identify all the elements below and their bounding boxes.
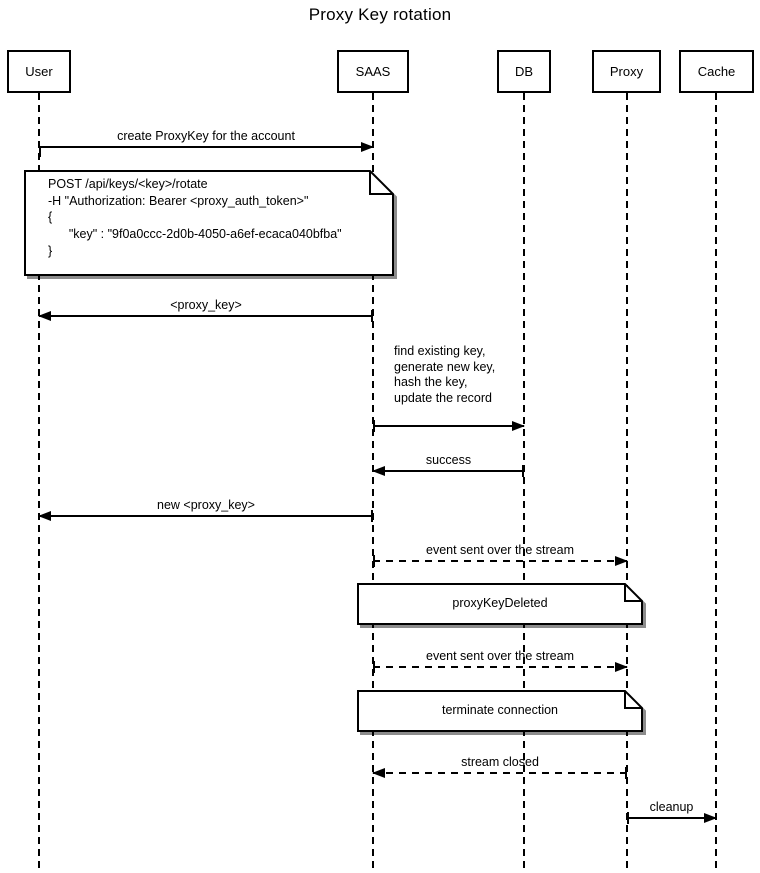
message-cleanup: cleanup xyxy=(627,799,717,824)
message-source-tick xyxy=(373,661,375,673)
message-event-stream-1-label: event sent over the stream xyxy=(426,543,574,557)
arrowhead-right-icon xyxy=(615,662,628,672)
message-find-key-label: find existing key, generate new key, has… xyxy=(394,344,496,405)
message-proxy-key: <proxy_key> xyxy=(38,297,373,322)
message-line xyxy=(39,515,373,517)
arrowhead-right-icon xyxy=(512,421,525,431)
note-shape xyxy=(357,583,643,625)
message-source-tick xyxy=(371,310,373,322)
message-success-label: success xyxy=(425,453,472,467)
arrowhead-left-icon xyxy=(38,511,51,521)
lifeline-user xyxy=(38,93,40,873)
message-create-proxykey: create ProxyKey for the account xyxy=(39,128,374,157)
message-line xyxy=(373,470,524,472)
arrowhead-left-icon xyxy=(38,311,51,321)
actor-proxy-label: Proxy xyxy=(609,64,644,79)
message-line xyxy=(373,666,627,668)
message-cleanup-label: cleanup xyxy=(649,800,694,814)
message-source-tick xyxy=(522,465,524,477)
message-source-tick xyxy=(373,555,375,567)
diagram-title: Proxy Key rotation xyxy=(308,5,452,24)
message-proxy-key-label: <proxy_key> xyxy=(170,298,242,312)
note-request-text: POST /api/keys/<key>/rotate -H "Authoriz… xyxy=(48,177,342,258)
actor-user: User xyxy=(7,50,71,93)
message-line xyxy=(39,315,373,317)
actor-db: DB xyxy=(497,50,551,93)
arrowhead-right-icon xyxy=(615,556,628,566)
message-line xyxy=(373,425,524,427)
message-line xyxy=(627,817,716,819)
message-source-tick xyxy=(627,812,629,824)
actor-saas: SAAS xyxy=(337,50,409,93)
arrowhead-left-icon xyxy=(372,466,385,476)
lifeline-db xyxy=(523,93,525,873)
message-update-record xyxy=(373,407,525,432)
message-line xyxy=(39,146,373,148)
lifeline-cache xyxy=(715,93,717,873)
lifeline-saas xyxy=(372,93,374,873)
message-stream-closed: stream closed xyxy=(372,754,627,779)
message-line xyxy=(373,560,627,562)
arrowhead-right-icon xyxy=(704,813,717,823)
note-terminate-connection-text: terminate connection xyxy=(441,703,559,717)
message-new-proxy-key: new <proxy_key> xyxy=(38,497,373,522)
message-new-proxy-key-label: new <proxy_key> xyxy=(157,498,255,512)
message-event-stream-1: event sent over the stream xyxy=(373,542,628,567)
note-proxy-key-deleted: proxyKeyDeleted xyxy=(357,583,643,625)
actor-proxy: Proxy xyxy=(592,50,661,93)
note-proxy-key-deleted-text: proxyKeyDeleted xyxy=(452,596,548,610)
message-stream-closed-label: stream closed xyxy=(461,755,539,769)
message-source-tick xyxy=(625,767,627,779)
message-event-stream-2: event sent over the stream xyxy=(373,648,628,673)
message-line xyxy=(373,772,627,774)
arrowhead-left-icon xyxy=(372,768,385,778)
message-success: success xyxy=(372,452,524,477)
arrowhead-right-icon xyxy=(361,142,374,152)
actor-saas-label: SAAS xyxy=(355,64,391,79)
message-source-tick xyxy=(39,146,41,157)
message-event-stream-2-label: event sent over the stream xyxy=(426,649,574,663)
note-shape xyxy=(24,170,394,276)
actor-db-label: DB xyxy=(514,64,534,79)
lifeline-proxy xyxy=(626,93,628,873)
message-create-proxykey-label: create ProxyKey for the account xyxy=(117,129,295,143)
note-shape xyxy=(357,690,643,732)
actor-user-label: User xyxy=(25,64,53,79)
actor-cache-label: Cache xyxy=(697,64,736,79)
message-source-tick xyxy=(373,420,375,432)
actor-cache: Cache xyxy=(679,50,754,93)
note-request: POST /api/keys/<key>/rotate -H "Authoriz… xyxy=(24,170,394,276)
note-terminate-connection: terminate connection xyxy=(357,690,643,732)
message-source-tick xyxy=(371,510,373,522)
